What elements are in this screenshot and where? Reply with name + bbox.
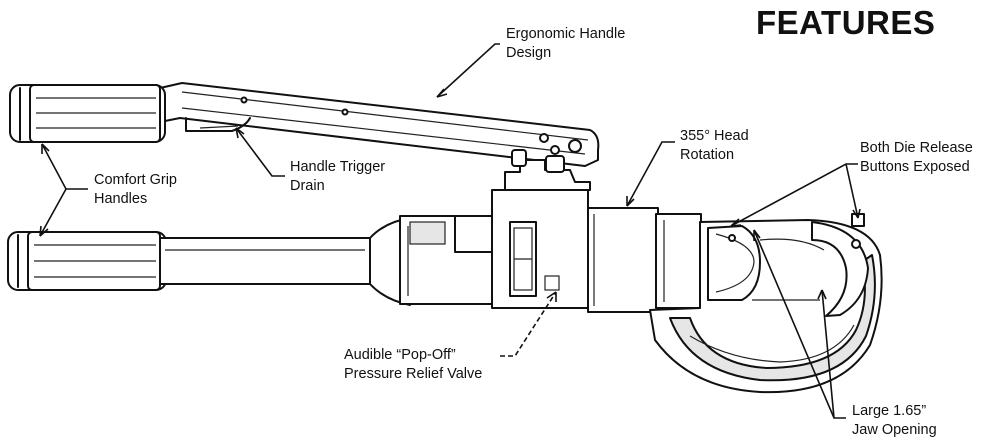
callout-line: Pressure Relief Valve bbox=[344, 366, 483, 382]
lower-handle-tube bbox=[159, 217, 411, 306]
callout-jaw-opening: Large 1.65” Jaw Opening bbox=[852, 402, 937, 440]
callout-line: Large 1.65” bbox=[852, 403, 927, 419]
upper-grip bbox=[9, 84, 166, 143]
callout-line: Design bbox=[506, 45, 552, 61]
callout-line: 355° Head bbox=[680, 128, 749, 144]
leader-lines bbox=[39, 43, 861, 419]
callout-head-rotation: 355° Head Rotation bbox=[680, 127, 749, 165]
callout-handle-trigger-drain: Handle Trigger Drain bbox=[290, 158, 385, 196]
head-collar bbox=[587, 207, 702, 313]
callout-line: Comfort Grip bbox=[94, 172, 177, 188]
callout-comfort-grip: Comfort Grip Handles bbox=[94, 171, 177, 209]
upper-handle bbox=[159, 82, 600, 167]
callout-line: Handle Trigger bbox=[290, 159, 386, 175]
page-title: FEATURES bbox=[756, 4, 936, 41]
callout-die-release: Both Die Release Buttons Exposed bbox=[860, 139, 973, 177]
crimp-head bbox=[649, 213, 883, 394]
callout-line: Jaw Opening bbox=[852, 422, 937, 438]
callout-line: Drain bbox=[290, 178, 325, 194]
callout-line: Audible “Pop-Off” bbox=[344, 347, 456, 363]
callout-line: Rotation bbox=[680, 147, 735, 163]
callout-line: Both Die Release bbox=[860, 140, 973, 156]
lower-grip bbox=[7, 231, 167, 291]
pump-body bbox=[399, 145, 591, 309]
callout-line: Handles bbox=[94, 191, 148, 207]
callout-pressure-relief: Audible “Pop-Off” Pressure Relief Valve bbox=[344, 346, 482, 384]
callout-ergonomic-handle: Ergonomic Handle Design bbox=[506, 25, 625, 63]
callout-line: Ergonomic Handle bbox=[506, 26, 626, 42]
callout-line: Buttons Exposed bbox=[860, 159, 970, 175]
